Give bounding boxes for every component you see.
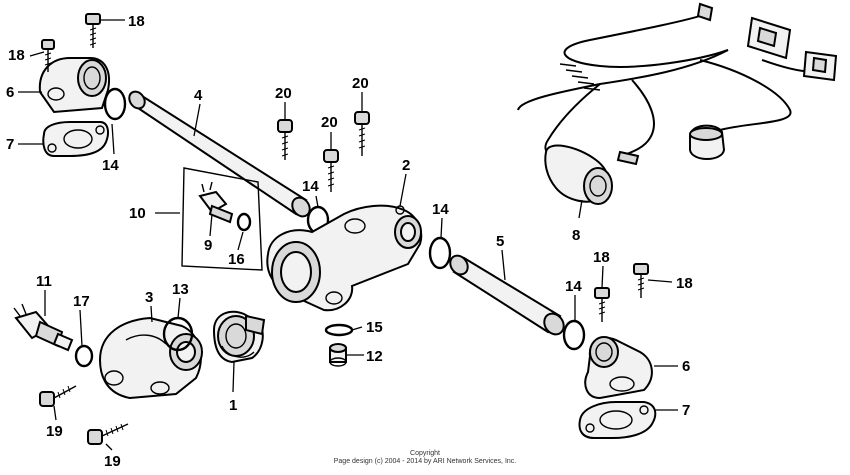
water-outlet-elbow-right [584, 336, 653, 400]
callout-18-left: 18 [8, 47, 25, 64]
callout-13: 13 [172, 281, 189, 298]
callout-1: 1 [229, 397, 237, 414]
callout-20-c: 20 [352, 75, 369, 92]
callout-20-b: 20 [321, 114, 338, 131]
bolt-18-right-b [633, 263, 649, 298]
gasket-7-left [42, 121, 109, 157]
bolt-20-b [323, 149, 339, 192]
bolt-19-a [39, 385, 77, 407]
callout-7-left: 7 [6, 136, 14, 153]
callout-19-b: 19 [104, 453, 121, 470]
callout-labels: 18 18 6 7 14 4 10 9 16 20 20 20 14 2 14 … [6, 13, 693, 470]
callout-18-top: 18 [128, 13, 145, 30]
thermostat-1 [212, 310, 266, 364]
o-ring-17 [74, 344, 94, 368]
callout-6-left: 6 [6, 84, 14, 101]
callout-16: 16 [228, 251, 245, 268]
callout-20-a: 20 [275, 85, 292, 102]
callout-14-c: 14 [432, 201, 449, 218]
callout-2: 2 [402, 157, 410, 174]
callout-14-d: 14 [565, 278, 582, 295]
callout-4: 4 [194, 87, 203, 104]
callout-5: 5 [496, 233, 504, 250]
thermo-switch-11 [13, 303, 74, 352]
callout-9: 9 [204, 237, 212, 254]
callout-6-right: 6 [682, 358, 690, 375]
o-ring-14-d [562, 319, 586, 351]
o-ring-14-a [103, 87, 127, 121]
bolt-20-a [277, 119, 293, 160]
thermo-sensor-9 [198, 181, 234, 224]
callout-11: 11 [36, 273, 52, 290]
copyright-notice: Copyright Page design (c) 2004 - 2014 by… [0, 450, 850, 466]
callout-18-right-b: 18 [676, 275, 693, 292]
callout-18-right-a: 18 [593, 249, 610, 266]
water-tube-4 [128, 90, 311, 218]
callout-19-a: 19 [46, 423, 63, 440]
callout-14-b: 14 [302, 178, 319, 195]
callout-17: 17 [73, 293, 90, 310]
sensor-kit-box-10 [181, 167, 263, 271]
o-ring-15 [324, 323, 354, 337]
wire-harness-8 [517, 2, 838, 205]
o-ring-16 [236, 212, 252, 232]
callout-10: 10 [129, 205, 146, 222]
bolt-18-top-left [85, 13, 101, 48]
callout-15: 15 [366, 319, 383, 336]
copyright-line-2: Page design (c) 2004 - 2014 by ARI Netwo… [333, 458, 517, 465]
bolt-19-b [87, 423, 129, 445]
gasket-7-right [578, 401, 657, 439]
water-outlet-elbow-left [38, 57, 110, 114]
copyright-line-1: Copyright [410, 450, 440, 457]
bolt-18-left [41, 39, 55, 72]
leader-lines [18, 19, 678, 451]
callout-3: 3 [145, 289, 153, 306]
bolt-18-right-a [594, 287, 610, 322]
callout-14-a: 14 [102, 157, 119, 174]
callout-7-right: 7 [682, 402, 690, 419]
o-ring-14-c [428, 236, 452, 270]
dowel-collar-12 [329, 343, 347, 367]
thermostat-housing-2 [266, 204, 423, 312]
water-tube-5 [449, 254, 565, 336]
thermostat-cover-3 [98, 316, 203, 400]
callout-12: 12 [366, 348, 383, 365]
callout-8: 8 [572, 227, 580, 244]
bolt-20-c [354, 111, 370, 156]
